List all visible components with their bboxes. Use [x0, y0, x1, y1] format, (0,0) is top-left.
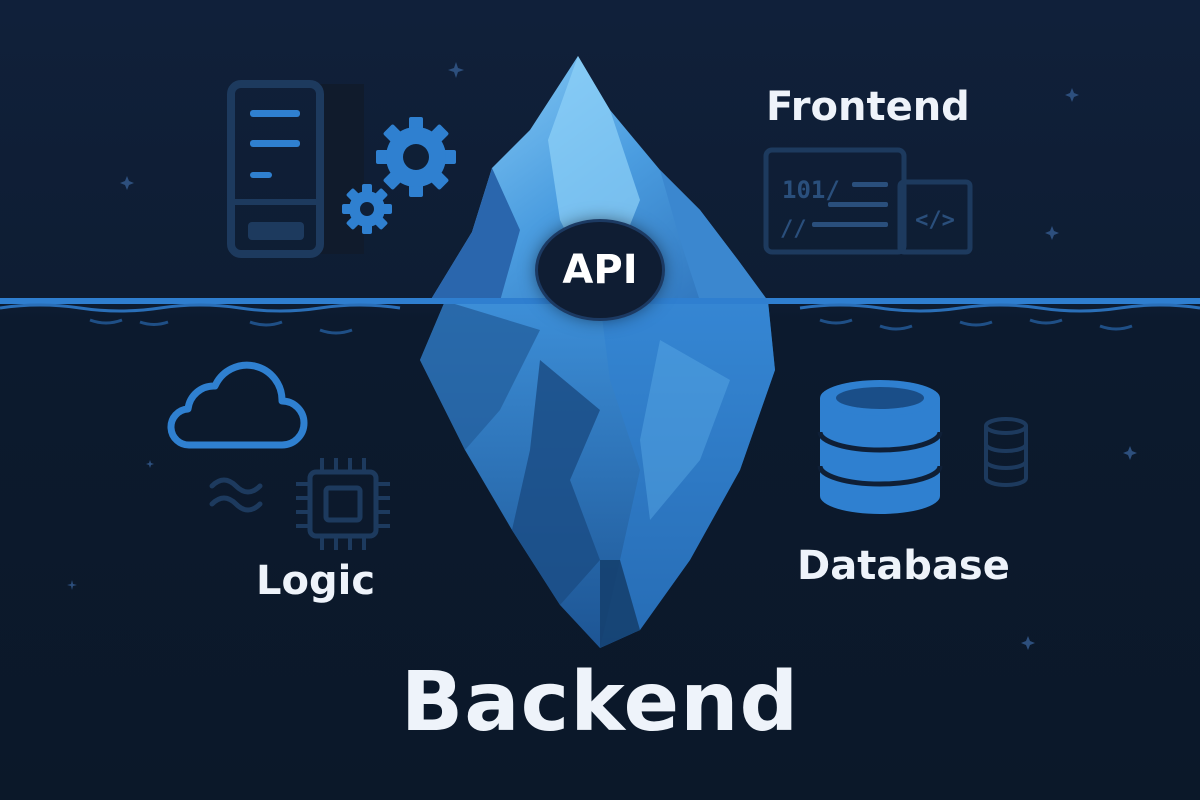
database-label: Database — [797, 543, 1010, 589]
backend-title: Backend — [400, 655, 800, 750]
chip-icon — [296, 458, 390, 550]
database-icon — [817, 380, 943, 514]
code-binary-text: 101/ — [782, 176, 840, 204]
database-small-icon — [984, 417, 1028, 487]
server-icon — [227, 80, 364, 258]
code-tag-icon: </> — [897, 179, 973, 255]
stars — [67, 62, 1137, 650]
iceberg-underwater — [420, 301, 775, 648]
wave-icon — [209, 477, 263, 513]
logic-label: Logic — [256, 558, 376, 604]
frontend-label: Frontend — [766, 84, 970, 130]
api-badge: API — [538, 222, 662, 318]
code-comment-text: // — [780, 217, 807, 242]
code-tag-text: </> — [915, 208, 955, 233]
cloud-icon — [167, 361, 308, 449]
api-label: API — [562, 247, 638, 293]
gear-icon — [342, 117, 456, 234]
code-panel-icon: 101/ // — [763, 147, 907, 255]
